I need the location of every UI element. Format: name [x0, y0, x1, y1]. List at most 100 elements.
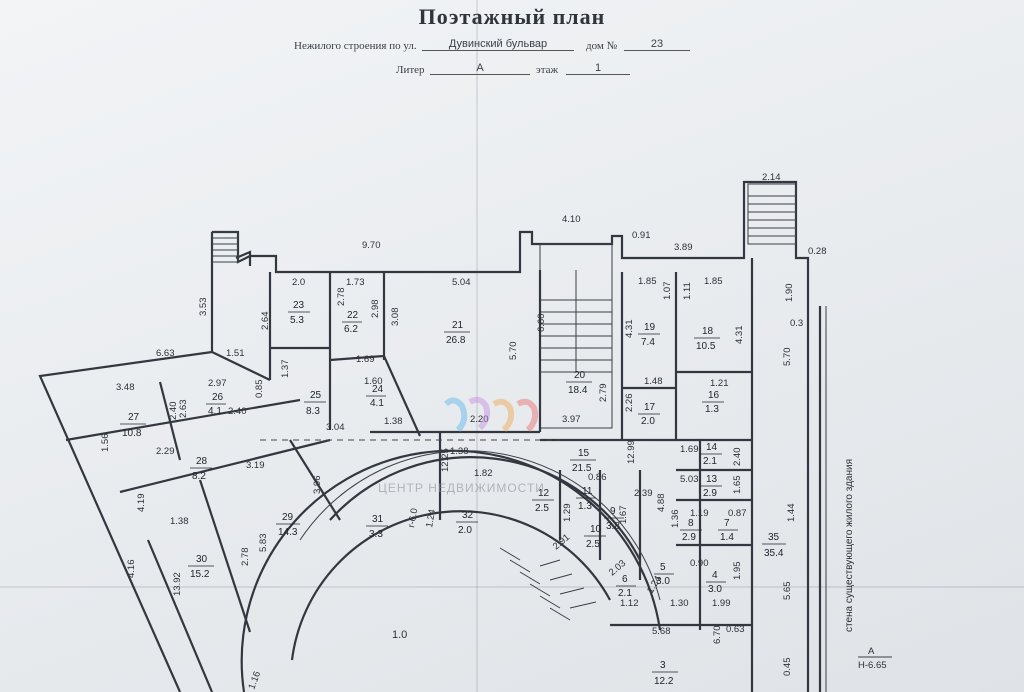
dim-label: 1.38 [450, 446, 469, 457]
room-12: 122.5 [532, 488, 554, 514]
street-value: Дувинский бульвар [422, 38, 574, 51]
svg-text:6: 6 [622, 574, 628, 585]
svg-text:4: 4 [712, 570, 718, 581]
dim-label: 12.25 [440, 448, 451, 472]
svg-text:24: 24 [372, 384, 384, 395]
dim-label: 1.99 [712, 598, 731, 609]
svg-text:27: 27 [128, 412, 140, 423]
room-16: 161.3 [702, 390, 724, 415]
svg-text:5.3: 5.3 [290, 315, 304, 326]
svg-text:3.8: 3.8 [606, 521, 620, 532]
dim-label: 3.96 [312, 476, 323, 495]
svg-text:6.2: 6.2 [344, 324, 358, 335]
svg-text:18: 18 [702, 326, 714, 337]
stairs-top-left [211, 231, 239, 263]
dim-label: 6.63 [156, 348, 175, 359]
dim-label: 5.70 [508, 342, 519, 361]
dim-label: 1.69 [356, 354, 375, 365]
svg-text:5: 5 [660, 562, 666, 573]
svg-text:30: 30 [196, 554, 208, 565]
floor-value: 1 [566, 62, 630, 75]
room-32: 322.0 [456, 510, 478, 536]
dim-label: 1.07 [662, 282, 673, 301]
dim-label: 2.40 [228, 406, 247, 417]
svg-text:1.3: 1.3 [578, 501, 592, 512]
svg-text:2.5: 2.5 [535, 503, 549, 514]
dim-label: 2.26 [624, 394, 635, 413]
dim-label: 2.78 [336, 288, 347, 307]
svg-text:2.0: 2.0 [641, 416, 655, 427]
room-8: 82.9 [680, 518, 702, 543]
dim-label: 1.11 [682, 282, 693, 300]
room-5: 53.0 [654, 562, 674, 587]
watermark-logo [443, 396, 539, 433]
fold-line-horizontal [0, 586, 1024, 588]
curved-walls [240, 449, 662, 692]
svg-text:8.3: 8.3 [306, 406, 320, 417]
svg-text:10.5: 10.5 [696, 341, 716, 352]
liter-value: А [430, 62, 530, 75]
dim-label: 1.44 [786, 504, 797, 523]
dim-label: 2.14 [762, 172, 781, 183]
room-23: 235.3 [288, 300, 310, 326]
svg-text:4.1: 4.1 [370, 398, 384, 409]
dim-label: 1.51 [226, 348, 245, 359]
dim-label: 4.88 [656, 494, 667, 513]
svg-text:9: 9 [610, 506, 616, 517]
svg-text:31: 31 [372, 514, 384, 525]
svg-text:12.2: 12.2 [654, 676, 674, 687]
dim-label: 2.0 [292, 277, 305, 288]
dim-label: 5.65 [782, 582, 793, 601]
room-22: 226.2 [342, 310, 362, 335]
room-4: 43.0 [706, 570, 726, 595]
svg-text:3.0: 3.0 [656, 576, 670, 587]
dim-label: 3.97 [562, 414, 581, 425]
svg-text:7.4: 7.4 [641, 337, 655, 348]
room-7: 71.4 [718, 518, 738, 543]
room-25: 258.3 [304, 390, 326, 417]
dim-label: 0.90 [690, 558, 709, 569]
svg-text:25: 25 [310, 390, 322, 401]
dim-label: 0.45 [782, 658, 793, 677]
svg-text:2.5: 2.5 [586, 539, 600, 550]
dim-label: 0.86 [588, 472, 607, 483]
stairs-top-right [747, 183, 797, 245]
dim-label: 0.28 [808, 246, 827, 257]
elevation-mark-a: А [868, 646, 875, 657]
room-11: 111.3 [576, 486, 596, 512]
svg-text:15.2: 15.2 [190, 569, 210, 580]
room-18: 18 10.5 [694, 326, 720, 352]
dim-label: 1.29 [562, 504, 573, 523]
house-label: дом № [586, 40, 618, 52]
dim-label: 0.3 [790, 318, 803, 329]
room-6: 62.1 [616, 574, 636, 599]
dim-label: 3.19 [246, 460, 265, 471]
svg-text:8.2: 8.2 [192, 471, 206, 482]
document-title: Поэтажный план [418, 4, 606, 29]
room-3: 312.2 [652, 660, 678, 687]
dim-label: 1.0 [392, 629, 407, 641]
elevation-mark-h: Н-6.65 [858, 660, 887, 671]
dim-label: 0.87 [728, 508, 747, 519]
dim-label: 1.30 [670, 598, 689, 609]
dim-label: r-6.0 [406, 507, 420, 528]
svg-text:26.8: 26.8 [446, 335, 466, 346]
dim-label: 1.38 [170, 516, 189, 527]
dim-label: 2.40 [168, 402, 179, 421]
dim-label: 5.04 [452, 277, 471, 288]
dim-label: 6.70 [712, 626, 723, 645]
room-17: 172.0 [638, 402, 660, 427]
svg-text:2.1: 2.1 [703, 456, 717, 467]
dim-label: 1.36 [670, 510, 681, 529]
svg-text:23: 23 [293, 300, 305, 311]
fold-line-vertical [476, 0, 478, 692]
room-9: 93.8 [604, 506, 624, 532]
dim-label: 2.39 [634, 488, 653, 499]
dim-label: 5.70 [782, 348, 793, 367]
svg-text:16: 16 [708, 390, 720, 401]
svg-text:15: 15 [578, 448, 590, 459]
room-31: 313.3 [366, 514, 388, 540]
